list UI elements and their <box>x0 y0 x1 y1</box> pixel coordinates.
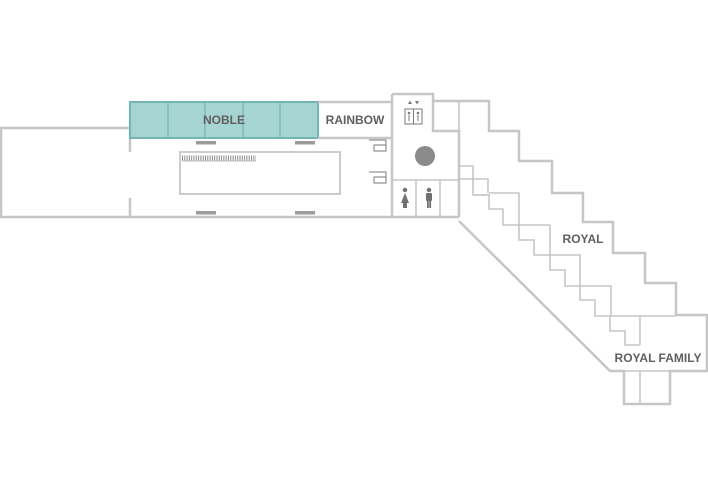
bench <box>196 141 216 145</box>
room-royal[interactable]: ROYAL <box>563 232 604 246</box>
round-pillar <box>415 146 435 166</box>
woman-restroom-icon <box>401 187 409 208</box>
room-label-noble: NOBLE <box>203 113 245 127</box>
bench <box>295 141 315 145</box>
seating-row <box>182 155 256 162</box>
room-rainbow[interactable]: RAINBOW <box>318 100 394 140</box>
room-label-royal: ROYAL <box>563 232 604 246</box>
bench <box>196 211 216 215</box>
elevator-icon <box>404 100 423 125</box>
reception-desk-icon <box>369 139 387 152</box>
stage-area <box>179 141 341 215</box>
reception-desk-icon <box>369 171 387 184</box>
left-hall-walls <box>0 126 459 219</box>
bench <box>295 211 315 215</box>
man-restroom-icon <box>426 187 432 208</box>
right-wing-walls <box>433 99 708 406</box>
lobby-core <box>390 92 461 217</box>
room-label-rainbow: RAINBOW <box>326 113 385 127</box>
room-label-royal-family: ROYAL FAMILY <box>615 351 702 365</box>
room-royal-family[interactable]: ROYAL FAMILY <box>615 351 702 365</box>
room-noble[interactable]: NOBLE <box>129 101 319 139</box>
